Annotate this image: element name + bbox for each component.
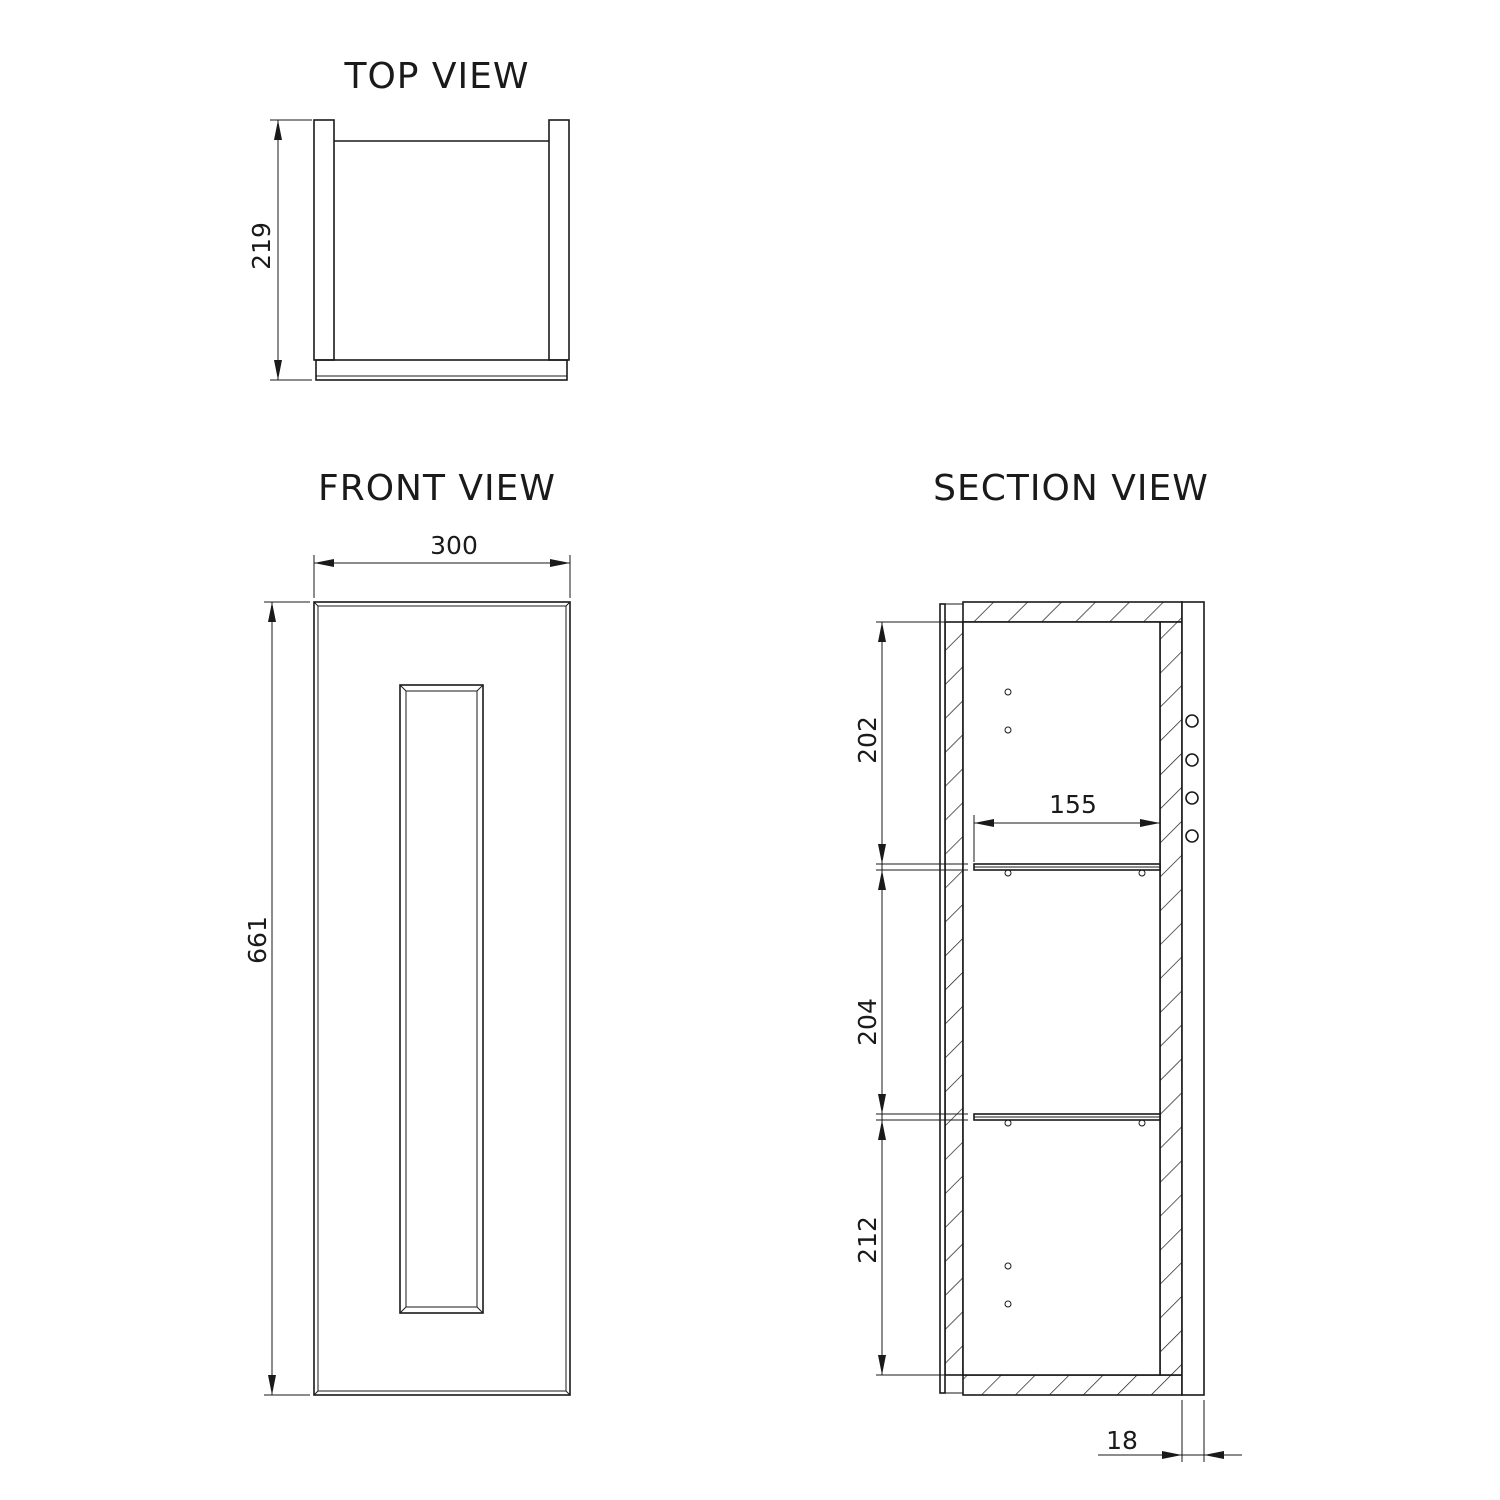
section-back-board bbox=[1181, 601, 1205, 1396]
shelf-pin-holes bbox=[1004, 688, 1146, 1308]
front-panel-inner bbox=[405, 690, 478, 1308]
front-width-dimension: 300 bbox=[430, 531, 478, 560]
section-cavity bbox=[962, 621, 1161, 1376]
front-door-inner bbox=[317, 605, 567, 1392]
shelf-depth-dimension: 155 bbox=[1049, 790, 1097, 819]
section-view-title: SECTION VIEW bbox=[933, 468, 1209, 509]
top-right-panel bbox=[548, 119, 570, 361]
gap-bottom-dimension: 212 bbox=[853, 1216, 882, 1264]
section-back-panel bbox=[1159, 621, 1183, 1376]
front-height-dimension: 661 bbox=[243, 916, 272, 964]
front-door-outer bbox=[313, 601, 571, 1396]
front-view-title: FRONT VIEW bbox=[318, 468, 556, 509]
section-front-edge bbox=[944, 621, 964, 1376]
section-top-panel bbox=[962, 601, 1183, 623]
mounting-holes bbox=[1185, 714, 1199, 843]
top-view-title: TOP VIEW bbox=[343, 56, 529, 97]
top-depth-dimension: 219 bbox=[247, 222, 276, 270]
back-thickness-dimension: 18 bbox=[1106, 1426, 1138, 1455]
section-view: SECTION VIEW bbox=[853, 468, 1242, 1462]
top-left-panel bbox=[313, 119, 335, 361]
gap-middle-dimension: 204 bbox=[853, 998, 882, 1046]
gap-top-dimension: 202 bbox=[853, 716, 882, 764]
top-view: TOP VIEW 219 bbox=[247, 56, 570, 381]
top-door bbox=[315, 359, 568, 381]
section-bottom-panel bbox=[962, 1374, 1183, 1396]
section-door bbox=[939, 603, 946, 1394]
front-view: FRONT VIEW 300 661 bbox=[243, 468, 571, 1396]
front-panel-outer bbox=[399, 684, 484, 1314]
